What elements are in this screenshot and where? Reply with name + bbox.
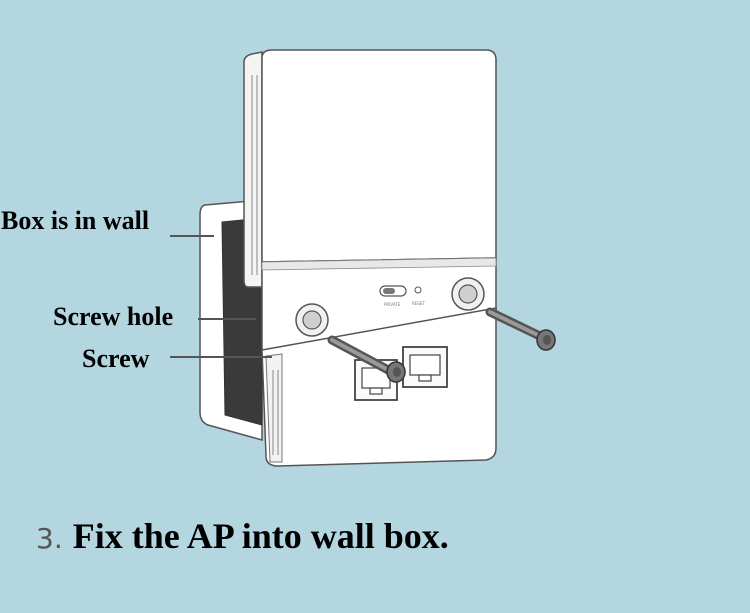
mode-switch bbox=[379, 285, 422, 297]
label-box-in-wall: Box is in wall bbox=[1, 206, 150, 235]
screw-hole-right bbox=[451, 277, 485, 311]
step-text: Fix the AP into wall box. bbox=[72, 516, 449, 556]
switch-label: PRIVATE bbox=[384, 302, 401, 307]
reset-label: RESET bbox=[412, 301, 425, 306]
screw-right bbox=[485, 307, 556, 351]
label-screw: Screw bbox=[82, 344, 150, 373]
screw-left bbox=[327, 335, 406, 383]
ap-top-cover bbox=[243, 49, 497, 288]
ethernet-port-2 bbox=[402, 346, 448, 388]
step-caption: 3. Fix the AP into wall box. bbox=[36, 515, 449, 557]
screw-hole-left bbox=[295, 303, 329, 337]
step-number: 3. bbox=[36, 522, 63, 555]
label-screw-hole: Screw hole bbox=[53, 302, 174, 331]
